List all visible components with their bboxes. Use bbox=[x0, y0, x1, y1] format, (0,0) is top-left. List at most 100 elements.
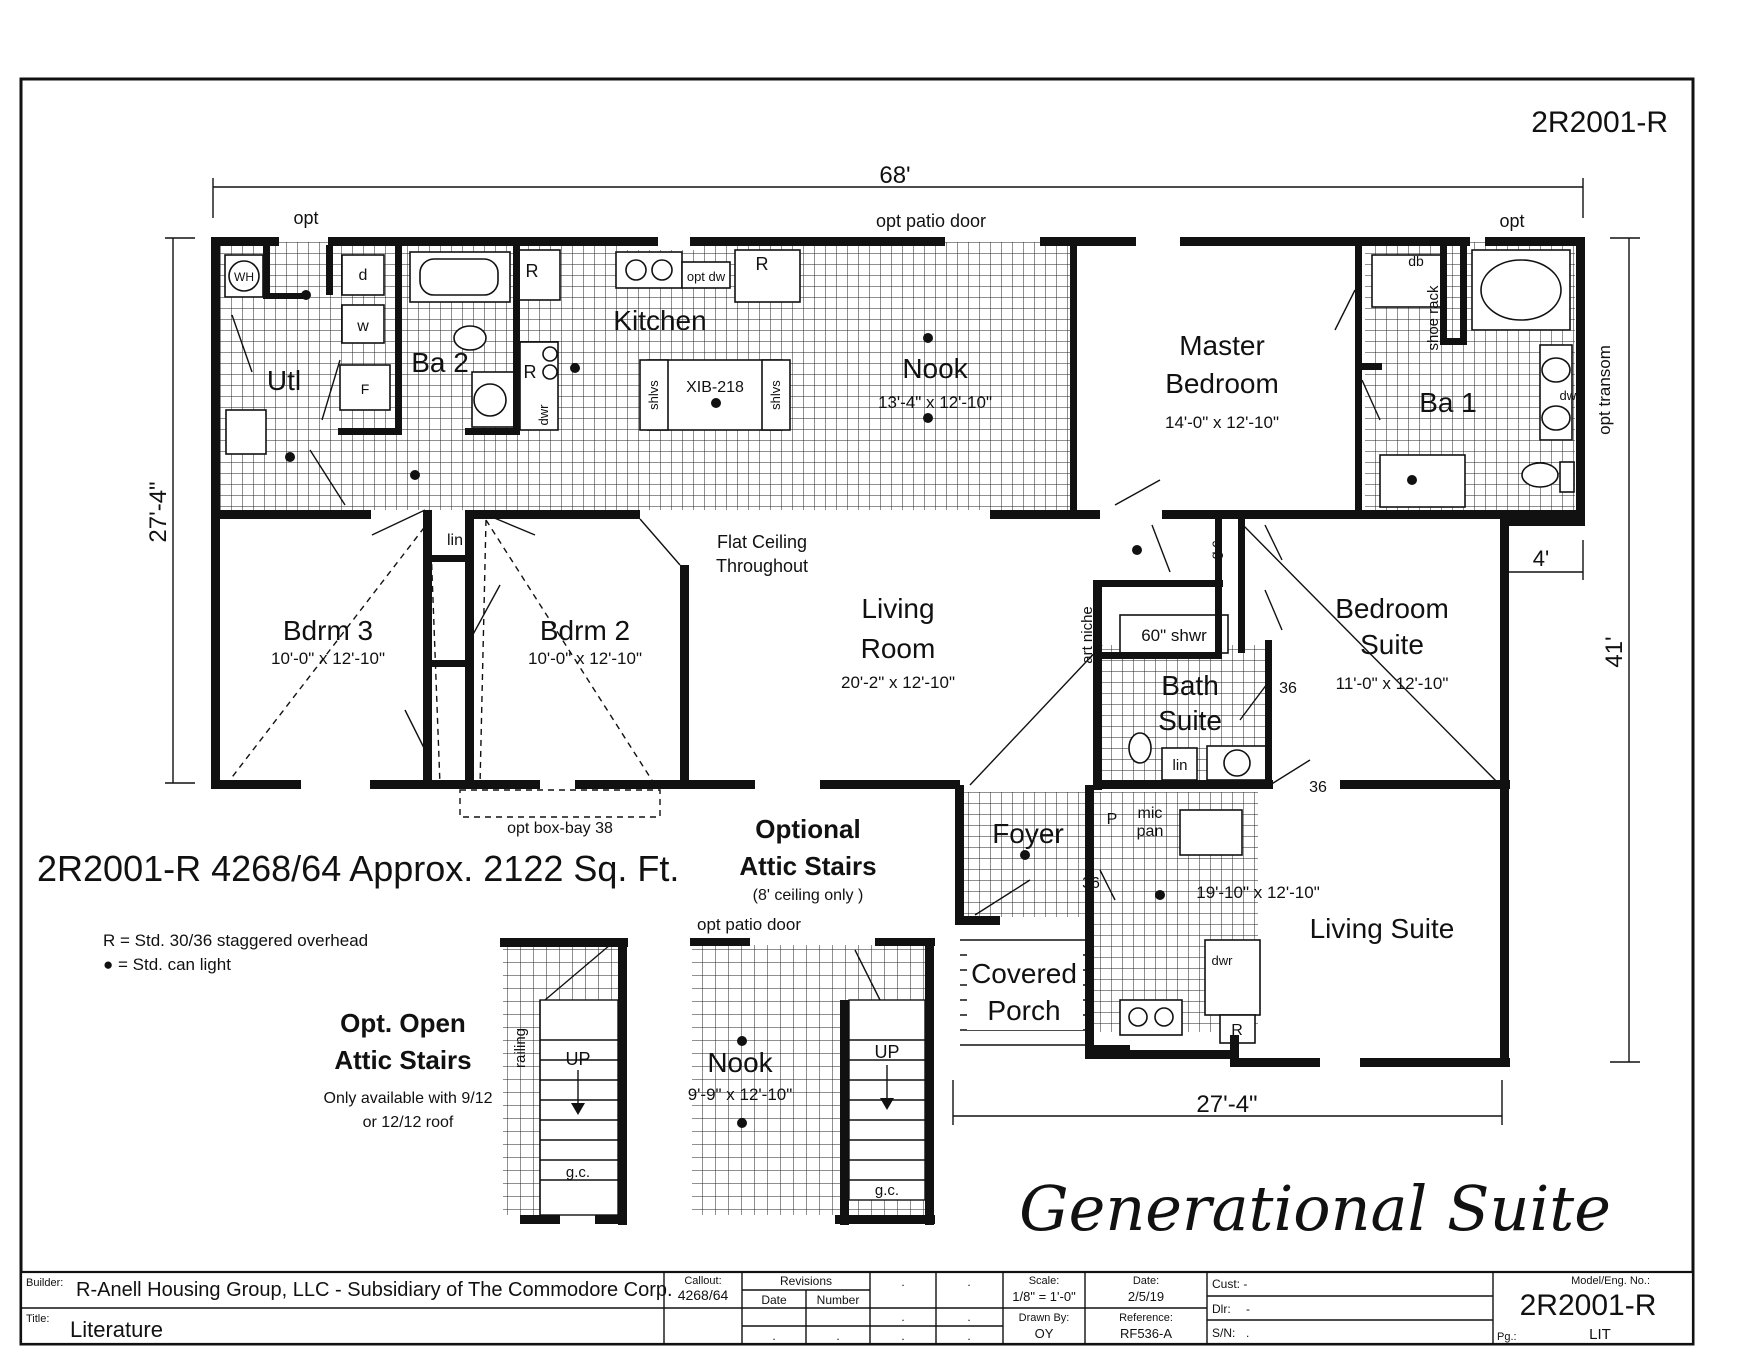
dlr-value: - bbox=[1246, 1302, 1250, 1316]
ba1-label: Ba 1 bbox=[1419, 387, 1477, 418]
rev-number-label: Number bbox=[817, 1293, 860, 1307]
sn-value: . bbox=[1246, 1326, 1249, 1340]
opt-patio-door-label: opt patio door bbox=[876, 211, 986, 231]
bdrm2-size: 10'-0" x 12'-10" bbox=[528, 649, 642, 668]
master-label-1: Master bbox=[1179, 330, 1265, 361]
opt-dw-label: opt dw bbox=[687, 269, 726, 284]
title-label: Title: bbox=[26, 1313, 49, 1325]
can-lights bbox=[285, 290, 1417, 1128]
open-attic-up: UP bbox=[565, 1049, 590, 1069]
open-attic-note-2: or 12/12 roof bbox=[363, 1114, 454, 1131]
door-swings bbox=[231, 289, 1381, 916]
pg-value: LIT bbox=[1589, 1326, 1611, 1343]
ba2-label: Ba 2 bbox=[411, 347, 469, 378]
db-label: db bbox=[1408, 253, 1424, 269]
opt-attic-nook-label: Nook bbox=[707, 1047, 773, 1078]
mic-label-1: mic bbox=[1138, 805, 1163, 822]
rev-dot-1: . bbox=[901, 1275, 904, 1289]
left-depth-label: 27'-4" bbox=[145, 481, 172, 542]
bedroom-suite-label-2: Suite bbox=[1360, 629, 1424, 660]
living-size: 20'-2" x 12'-10" bbox=[841, 673, 955, 692]
covered-label-1: Covered bbox=[971, 958, 1077, 989]
overall-width-label: 68' bbox=[879, 162, 910, 189]
ref-label: Reference: bbox=[1119, 1312, 1173, 1324]
living-label-1: Living bbox=[861, 593, 934, 624]
revisions-label: Revisions bbox=[780, 1274, 832, 1288]
open-attic-title-1: Opt. Open bbox=[340, 1008, 466, 1038]
island-label: XIB-218 bbox=[686, 379, 744, 396]
washer-label: w bbox=[356, 318, 369, 335]
rev-date-label: Date bbox=[761, 1293, 787, 1307]
open-attic-stairs bbox=[539, 944, 619, 1216]
freezer-label: F bbox=[361, 381, 370, 397]
dwr-label: dwr bbox=[536, 404, 551, 426]
date-label: Date: bbox=[1133, 1275, 1159, 1287]
callout-value: 4268/64 bbox=[678, 1287, 729, 1303]
rev-dot-5: . bbox=[772, 1329, 775, 1343]
scale-value: 1/8" = 1'-0" bbox=[1012, 1289, 1076, 1304]
open-attic-title-2: Attic Stairs bbox=[334, 1045, 471, 1075]
scale-label: Scale: bbox=[1029, 1275, 1060, 1287]
opt-left-label: opt bbox=[293, 208, 318, 228]
door-36-b: 36 bbox=[1309, 779, 1327, 796]
shelves-right-label: shlvs bbox=[768, 380, 783, 410]
title-block bbox=[19, 1270, 1695, 1346]
bdrm3-size: 10'-0" x 12'-10" bbox=[271, 649, 385, 668]
opt-attic-nook-size: 9'-9" x 12'-10" bbox=[688, 1085, 793, 1104]
nook-size: 13'-4" x 12'-10" bbox=[878, 393, 992, 412]
rev-dot-4: . bbox=[967, 1310, 970, 1324]
flat-ceiling-2: Throughout bbox=[716, 556, 808, 576]
ref-value: RF536-A bbox=[1120, 1326, 1172, 1341]
dlr-label: Dlr: bbox=[1212, 1302, 1231, 1316]
model-code: 2R2001-R bbox=[1531, 106, 1668, 139]
dryer-label: d bbox=[359, 267, 368, 284]
model-label: Model/Eng. No.: bbox=[1571, 1275, 1650, 1287]
rev-dot-3: . bbox=[901, 1310, 904, 1324]
pg-label: Pg.: bbox=[1497, 1331, 1517, 1343]
open-attic-gc: g.c. bbox=[566, 1164, 590, 1181]
nook-label: Nook bbox=[902, 353, 968, 384]
foyer-label: Foyer bbox=[992, 818, 1064, 849]
range-label-top: R bbox=[526, 261, 539, 281]
walls bbox=[211, 237, 1585, 1067]
date-value: 2/5/19 bbox=[1128, 1289, 1164, 1304]
opt-attic-note: (8' ceiling only ) bbox=[753, 887, 864, 904]
living-label-2: Room bbox=[861, 633, 936, 664]
dwr-bath1-label: dwr bbox=[1560, 388, 1582, 403]
opt-attic-title-1: Optional bbox=[755, 814, 860, 844]
living-suite-label: Living Suite bbox=[1310, 913, 1455, 944]
right-depth-label: 41' bbox=[1601, 636, 1628, 667]
living-suite-size: 19'-10" x 12'-10" bbox=[1196, 883, 1319, 902]
range-suite-label: R bbox=[1231, 1022, 1243, 1039]
suite-width-label: 27'-4" bbox=[1196, 1091, 1257, 1118]
bath-suite-label-2: Suite bbox=[1158, 705, 1222, 736]
shoe-rack-label: shoe rack bbox=[1425, 285, 1442, 351]
bedroom-suite-size: 11'-0" x 12'-10" bbox=[1336, 674, 1449, 693]
box-bay-label: opt box-bay 38 bbox=[507, 820, 613, 837]
bath-suite-label-1: Bath bbox=[1161, 670, 1219, 701]
fixtures-left bbox=[224, 251, 559, 455]
brand-title: Generational Suite bbox=[1019, 1172, 1611, 1245]
opt-attic-gc: g.c. bbox=[875, 1182, 899, 1199]
dwr-suite-label: dwr bbox=[1212, 953, 1234, 968]
door-36-a: 36 bbox=[1279, 680, 1297, 697]
rev-dot-8: . bbox=[967, 1329, 970, 1343]
suite-kitchen-fixtures bbox=[1119, 809, 1261, 1044]
opt-attic-walls bbox=[690, 938, 935, 1225]
drawn-value: OY bbox=[1035, 1326, 1054, 1341]
legend-line-2: ● = Std. can light bbox=[103, 955, 231, 974]
legend-line-1: R = Std. 30/36 staggered overhead bbox=[103, 931, 368, 950]
sn-label: S/N: bbox=[1212, 1326, 1235, 1340]
wh-label: WH bbox=[234, 270, 254, 284]
flat-ceiling-1: Flat Ceiling bbox=[717, 532, 807, 552]
master-label-2: Bedroom bbox=[1165, 368, 1279, 399]
bedroom-suite-label-1: Bedroom bbox=[1335, 593, 1449, 624]
opt-transom-label: opt transom bbox=[1595, 345, 1614, 435]
kitchen-fixtures bbox=[514, 249, 801, 431]
summary-line: 2R2001-R 4268/64 Approx. 2122 Sq. Ft. bbox=[37, 848, 679, 889]
master-size: 14'-0" x 12'-10" bbox=[1165, 413, 1279, 432]
model-value: 2R2001-R bbox=[1520, 1289, 1657, 1322]
bath1-fixtures bbox=[1371, 249, 1575, 508]
drawn-label: Drawn By: bbox=[1019, 1312, 1070, 1324]
